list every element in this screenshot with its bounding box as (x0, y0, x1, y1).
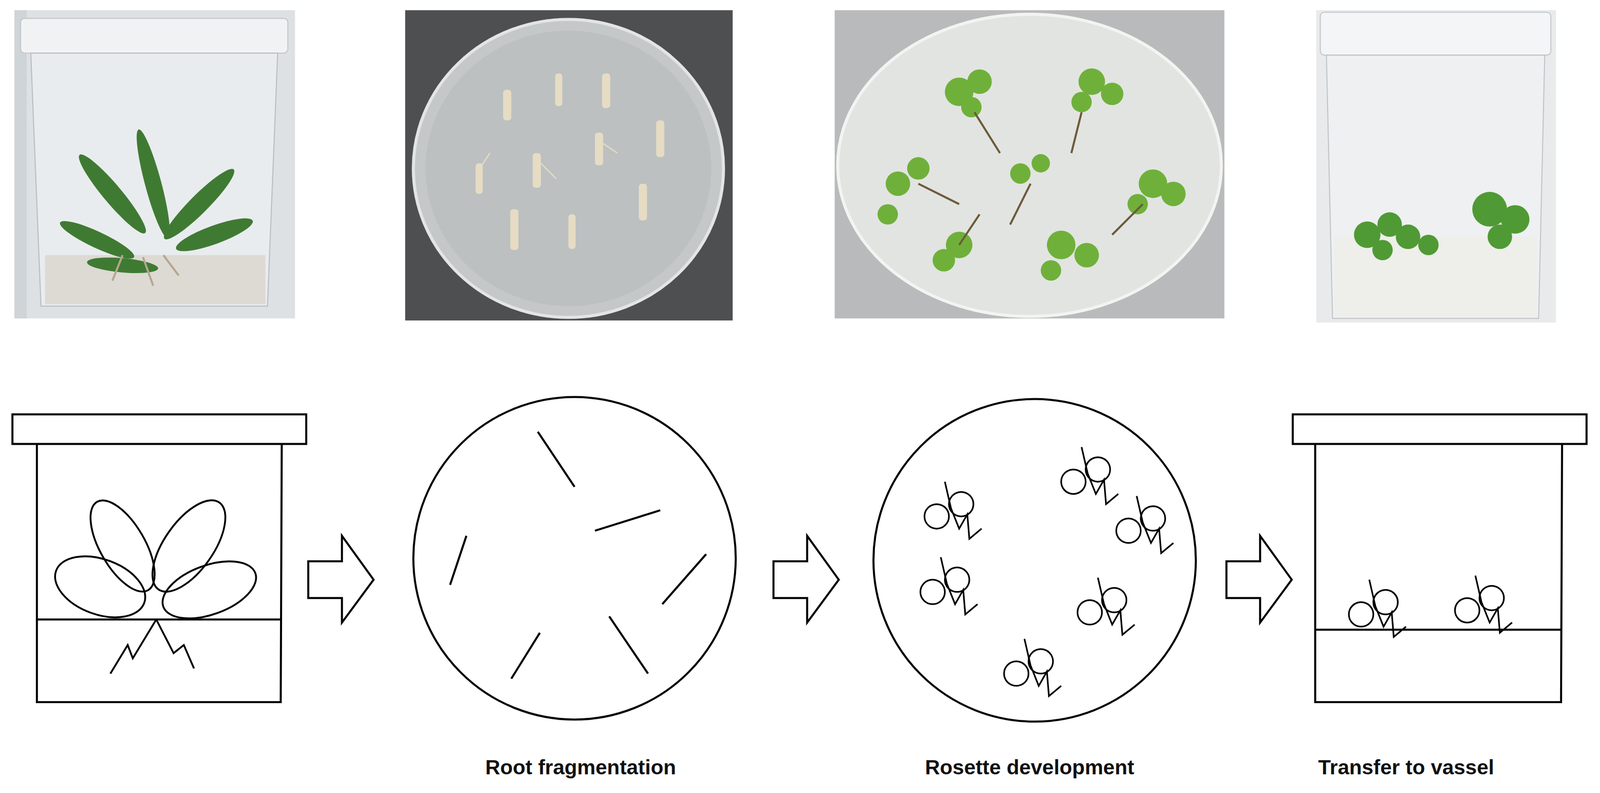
photo-petri-rosettes (834, 10, 1225, 319)
photo-petri-fragments (405, 10, 733, 321)
petri-drawing (873, 399, 1196, 722)
petri-drawing (413, 397, 736, 720)
step-label: Rosette development (924, 755, 1135, 779)
photo-vessel (14, 10, 296, 319)
vessel-drawing (12, 414, 307, 702)
block-arrow (308, 535, 1292, 623)
step-label: Transfer to vassel (1317, 755, 1495, 779)
step-label: Root fragmentation (485, 755, 677, 779)
photo-vessel-transfer (1316, 10, 1557, 323)
vessel-drawing (1292, 414, 1587, 702)
